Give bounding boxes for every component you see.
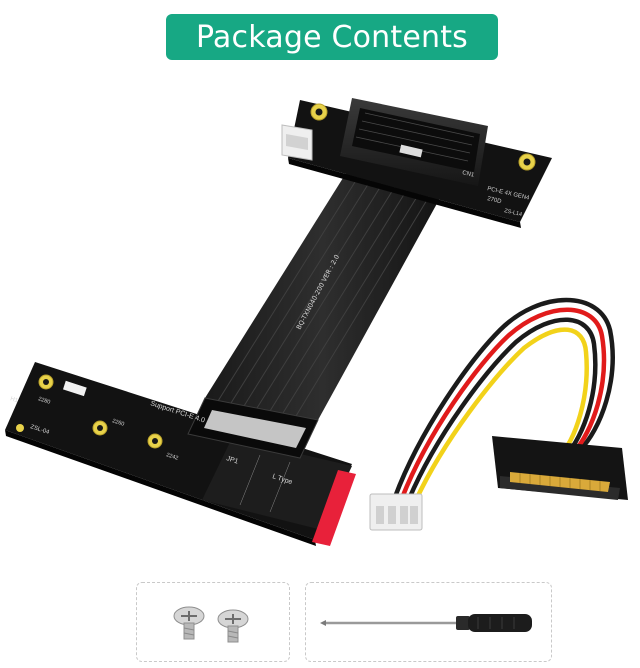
molex-connector — [369, 493, 423, 531]
model-a-label: 270D — [487, 196, 503, 205]
m2-gold-edge — [202, 438, 352, 530]
sata-connector — [492, 436, 628, 500]
banner-title: Package Contents — [195, 19, 469, 55]
m2-key-edge — [312, 470, 356, 546]
screws-icon — [173, 606, 249, 643]
riser-board: CN1 PCI-E 4X GEN4 270D ZS-L14 — [281, 98, 552, 228]
product-image: BQ-TXN040-200 VER : 2.0 CN1 PCI-E 4X GEN… — [5, 98, 628, 546]
screws-box — [136, 582, 290, 662]
riser-power-header — [281, 124, 313, 161]
zsl-label: ZSL-04 — [29, 424, 50, 436]
screw-right — [217, 609, 249, 643]
jp1-label: JP1 — [225, 455, 239, 465]
screwdriver-box — [305, 582, 552, 662]
size-2242-label: 2242 — [165, 452, 179, 461]
package-contents-banner: Package Contents — [166, 14, 498, 60]
screwdriver-icon — [320, 614, 532, 632]
ribbon-cable: BQ-TXN040-200 VER : 2.0 — [205, 170, 440, 420]
size-2260-label: 2260 — [111, 418, 125, 427]
h1-label: H1 — [9, 396, 19, 404]
model-b-label: ZS-L14 — [504, 208, 523, 218]
m2-adapter-board: Support PCI-E 4.0 JP1 L Type H1 ZSL-04 2… — [5, 362, 356, 546]
size-2280-label: 2280 — [37, 396, 51, 405]
screw-left — [173, 606, 205, 640]
sata-power-cable — [369, 297, 628, 531]
cn1-label: CN1 — [462, 170, 476, 179]
